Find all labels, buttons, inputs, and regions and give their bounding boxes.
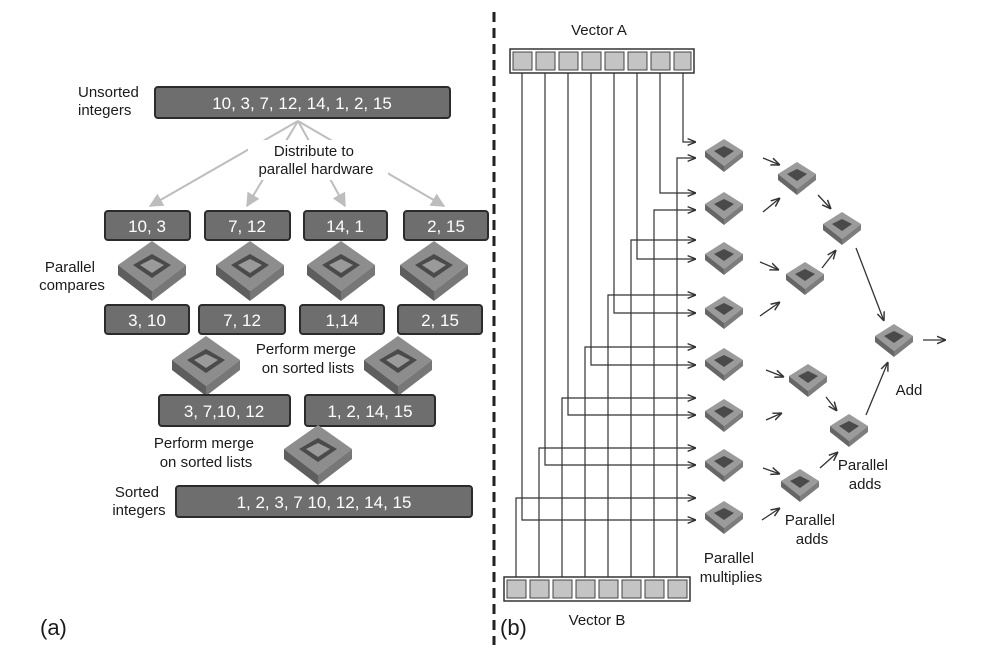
svg-text:7, 12: 7, 12	[223, 311, 261, 330]
sorted-pair-box: 1,14	[299, 304, 385, 335]
sorted-list-box: 1, 2, 3, 7 10, 12, 14, 15	[175, 485, 473, 518]
adder-chip-icon	[789, 364, 827, 397]
pair-box: 2, 15	[403, 210, 489, 241]
processor-chip-icon	[118, 241, 186, 301]
add-label: Add	[896, 382, 923, 399]
adder-chip-icon	[830, 414, 868, 447]
svg-text:10, 3: 10, 3	[128, 217, 166, 236]
multiplier-chip-icon	[705, 296, 743, 329]
vector-b-label: Vector B	[569, 612, 626, 629]
panel-b: Vector A Vector B	[500, 22, 946, 640]
merge-label-1: Perform merge on sorted lists	[256, 341, 360, 377]
multiplier-chip-icon	[705, 139, 743, 172]
multiplier-chip-icon	[705, 399, 743, 432]
merged-list-box: 1, 2, 14, 15	[304, 394, 436, 427]
adds-label-2: Parallel adds	[838, 457, 892, 493]
sorted-label: Sorted integers	[112, 484, 165, 519]
vector-a-wires	[521, 73, 696, 520]
processor-chip-icon	[307, 241, 375, 301]
svg-text:10, 3, 7, 12, 14, 1, 2, 15: 10, 3, 7, 12, 14, 1, 2, 15	[212, 94, 392, 113]
sorted-pair-box: 3, 10	[104, 304, 190, 335]
adder-chip-icon	[786, 262, 824, 295]
unsorted-list-box: 10, 3, 7, 12, 14, 1, 2, 15	[154, 86, 451, 119]
vector-b	[503, 576, 691, 602]
svg-text:1, 2, 3, 7 10, 12, 14, 15: 1, 2, 3, 7 10, 12, 14, 15	[237, 493, 412, 512]
svg-text:14, 1: 14, 1	[326, 217, 364, 236]
processor-chip-icon	[284, 425, 352, 485]
processor-chip-icon	[172, 336, 240, 396]
svg-text:1,14: 1,14	[325, 311, 358, 330]
panel-b-tag: (b)	[500, 615, 527, 640]
pair-box: 14, 1	[303, 210, 388, 241]
multiplier-chip-icon	[705, 348, 743, 381]
svg-text:2, 15: 2, 15	[421, 311, 459, 330]
vector-b-wires	[515, 158, 696, 577]
svg-text:2, 15: 2, 15	[427, 217, 465, 236]
adder-chip-icon	[781, 469, 819, 502]
reduction-arrows	[759, 157, 946, 521]
final-adder-chip-icon	[875, 324, 913, 357]
distribute-label: Distribute to parallel hardware	[258, 143, 373, 178]
pair-box: 10, 3	[104, 210, 191, 241]
adder-chip-icon	[778, 162, 816, 195]
sorted-pair-box: 7, 12	[198, 304, 286, 335]
adder-chip-icon	[823, 212, 861, 245]
multiplier-chip-icon	[705, 192, 743, 225]
vector-a-label: Vector A	[571, 22, 627, 39]
processor-chip-icon	[364, 336, 432, 396]
panel-a-tag: (a)	[40, 615, 67, 640]
svg-text:3, 10: 3, 10	[128, 311, 166, 330]
vector-a	[509, 48, 695, 74]
sorted-pair-box: 2, 15	[397, 304, 483, 335]
adds-label-1: Parallel adds	[785, 512, 839, 548]
processor-chip-icon	[400, 241, 468, 301]
panel-a: Unsorted integers 10, 3, 7, 12, 14, 1, 2…	[39, 84, 489, 640]
pair-box: 7, 12	[204, 210, 291, 241]
unsorted-label: Unsorted integers	[78, 84, 143, 119]
processor-chip-icon	[216, 241, 284, 301]
merge-label-2: Perform merge on sorted lists	[154, 435, 258, 471]
multiplier-chip-icon	[705, 242, 743, 275]
svg-text:7, 12: 7, 12	[228, 217, 266, 236]
merged-list-box: 3, 7,10, 12	[158, 394, 291, 427]
svg-text:3, 7,10, 12: 3, 7,10, 12	[184, 402, 264, 421]
multiplier-chip-icon	[705, 501, 743, 534]
multiplies-label: Parallel multiplies	[700, 550, 763, 586]
svg-text:1, 2, 14, 15: 1, 2, 14, 15	[327, 402, 412, 421]
multiplier-chip-icon	[705, 449, 743, 482]
compare-label: Parallel compares	[39, 259, 105, 294]
